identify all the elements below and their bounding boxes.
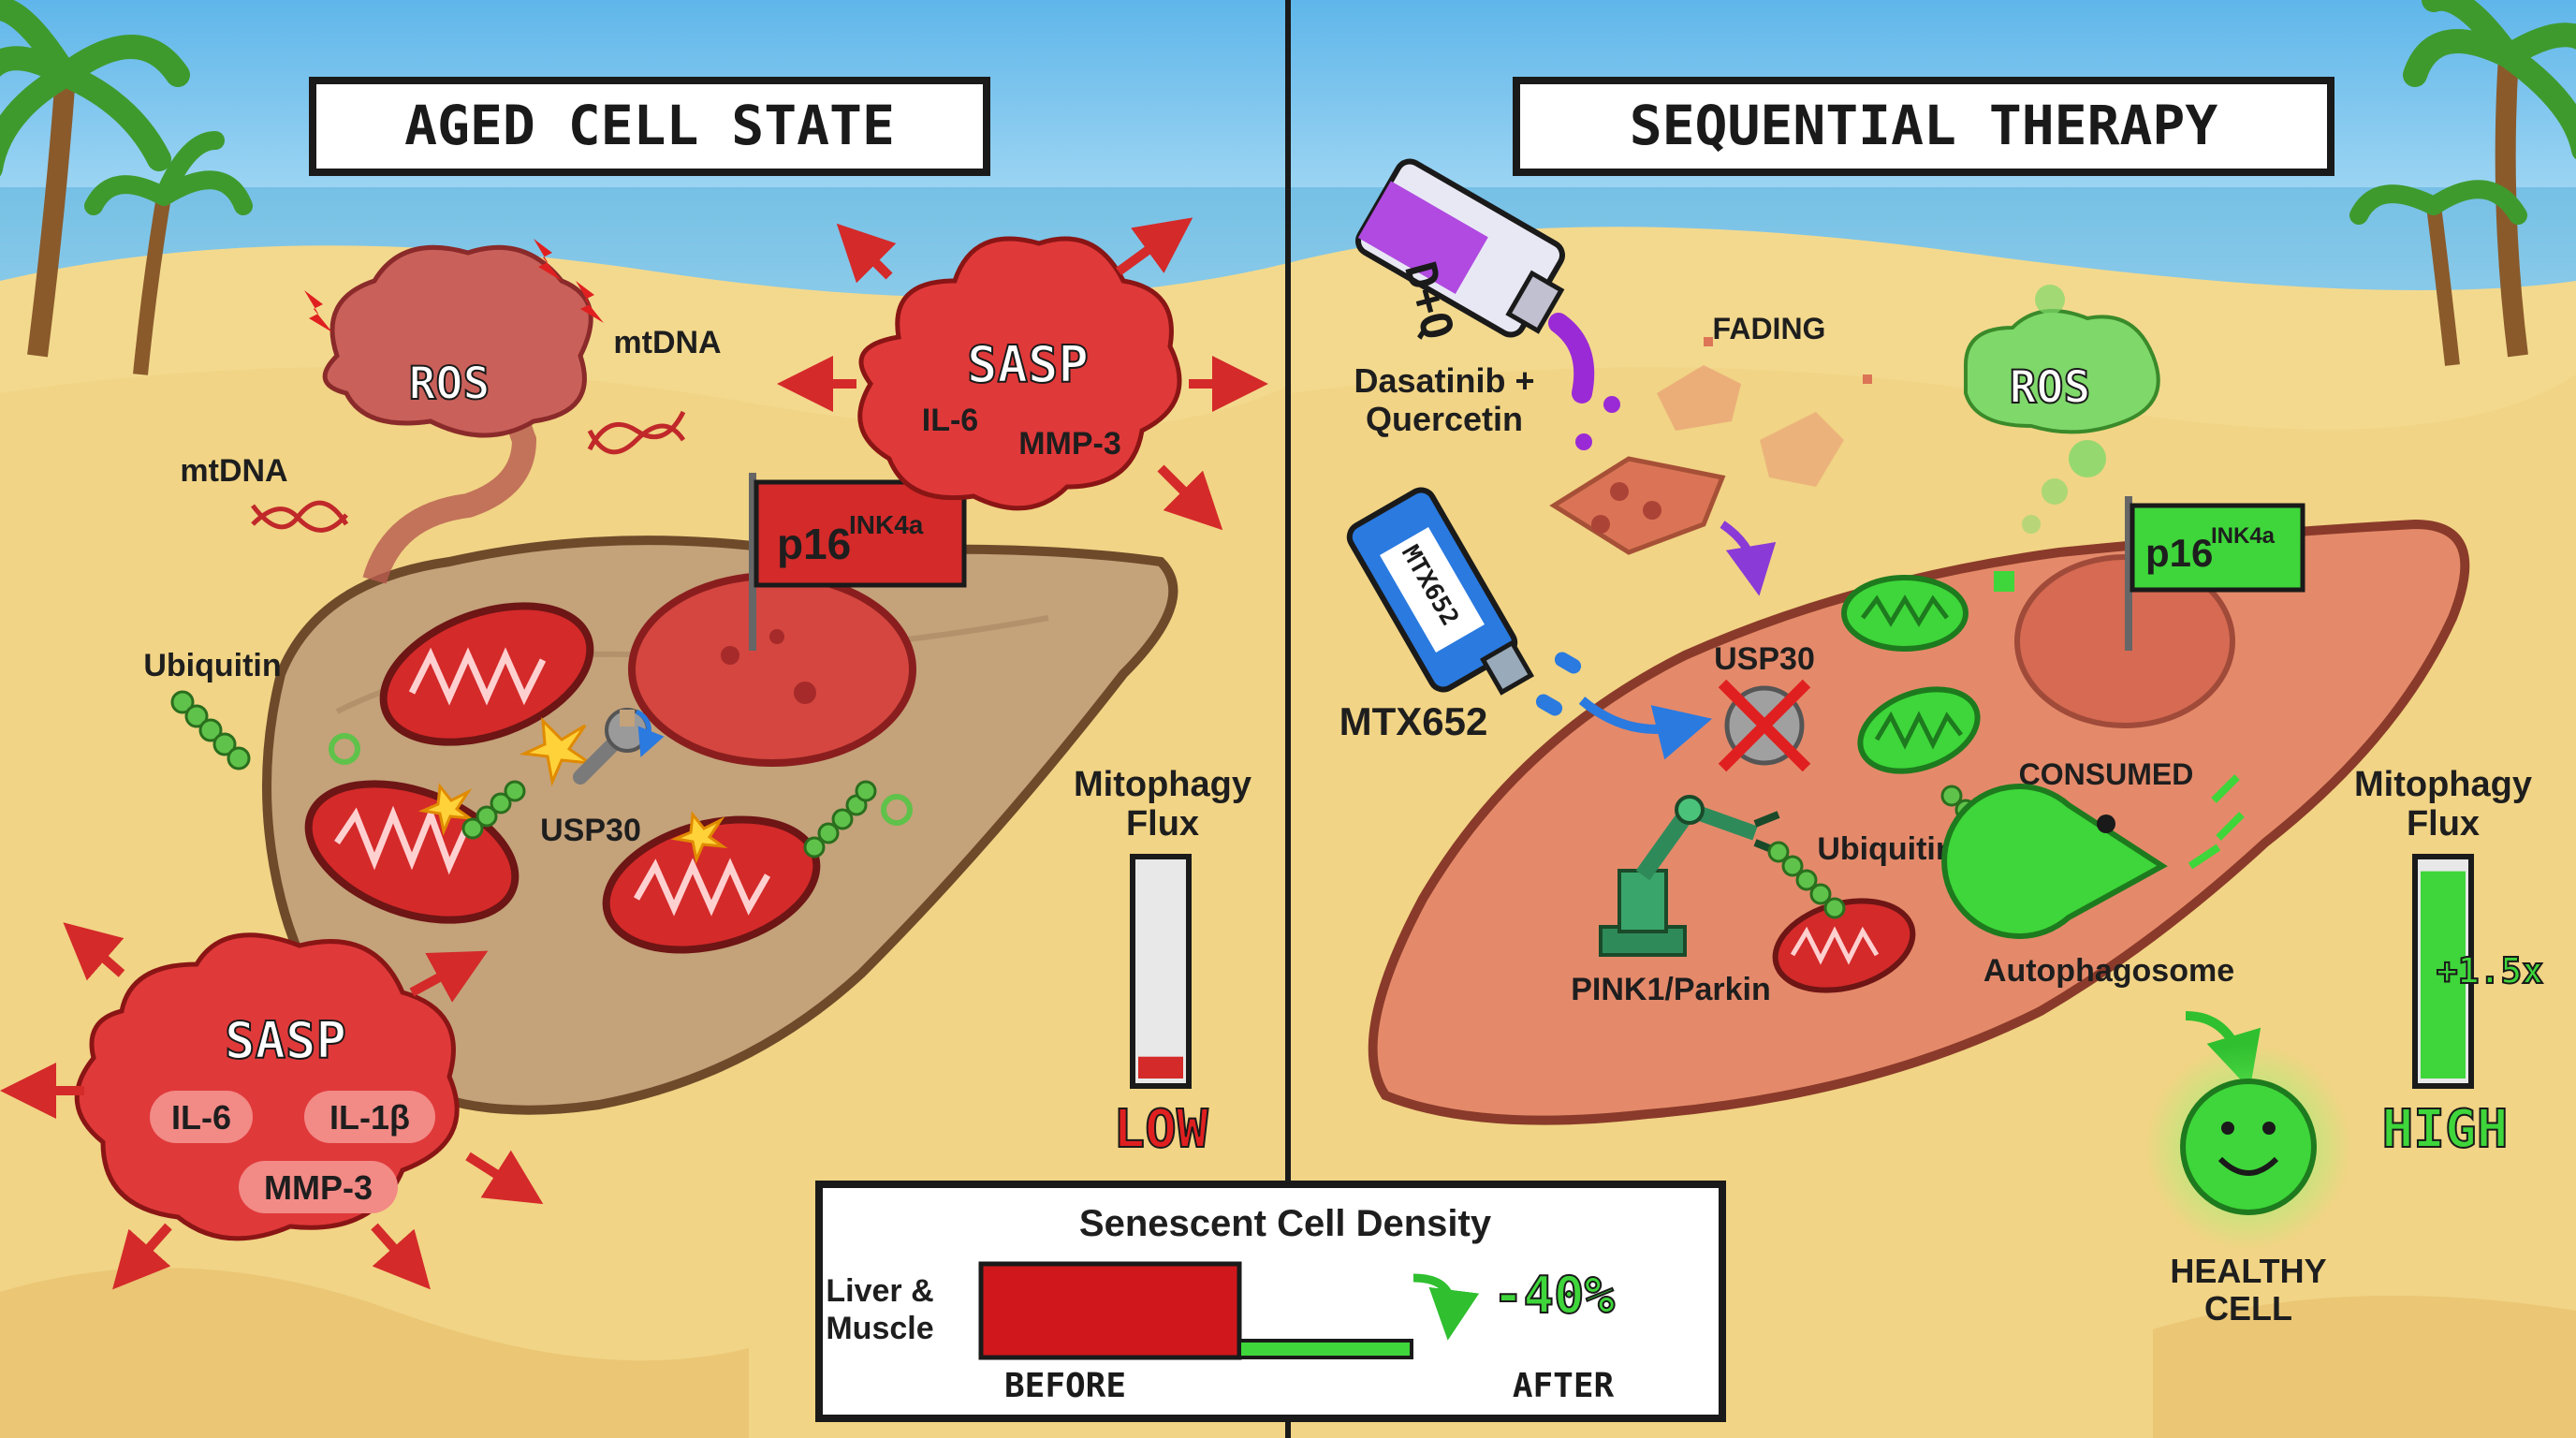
healthy-cell-smiley-icon bbox=[2180, 1078, 2317, 1215]
aged-nucleus bbox=[628, 572, 916, 767]
flux-label-healthy-line2: Flux bbox=[2407, 804, 2480, 844]
flux-label-aged-line2: Flux bbox=[1126, 804, 1199, 844]
palm-tree-right bbox=[2349, 0, 2576, 366]
sasp-bottom-il6: IL-6 bbox=[171, 1098, 231, 1137]
p16-superscript-aged: INK4a bbox=[849, 510, 924, 539]
flux-level-healthy: HIGH bbox=[2382, 1099, 2509, 1160]
left-panel-title: AGED CELL STATE bbox=[404, 94, 895, 157]
fading-senescent-cells bbox=[1549, 337, 1872, 555]
ros-cloud-aged: ROS bbox=[322, 244, 593, 584]
density-change-label: -40% bbox=[1493, 1266, 1616, 1325]
ubiquitin-label-aged: Ubiquitin bbox=[143, 648, 281, 683]
flux-gauge-aged bbox=[1130, 854, 1192, 1089]
sasp-top-arrows bbox=[777, 217, 1268, 531]
sasp-bottom-mmp3: MMP-3 bbox=[264, 1168, 373, 1207]
mtx-label: MTX652 bbox=[1339, 699, 1488, 743]
density-bar-after bbox=[1237, 1339, 1413, 1359]
mtdna-label-2: mtDNA bbox=[180, 453, 287, 489]
usp30-label-healthy: USP30 bbox=[1714, 641, 1815, 677]
healthy-cell-label-line1: HEALTHY bbox=[2170, 1252, 2326, 1290]
usp30-blocked-icon bbox=[1718, 679, 1811, 772]
flux-label-aged-line1: Mitophagy bbox=[1074, 765, 1251, 804]
fading-label: FADING bbox=[1713, 312, 1826, 345]
density-row-label-line2: Muscle bbox=[826, 1311, 933, 1346]
pink-parkin-label: PINK1/Parkin bbox=[1571, 972, 1771, 1007]
pink1-parkin-robot-icon bbox=[1599, 795, 1780, 957]
healthy-mitochondrion-2 bbox=[1857, 686, 1981, 774]
ubiquitin-chain-aged bbox=[170, 690, 877, 858]
wrench-icon bbox=[573, 708, 650, 785]
sasp-cloud-bottom: SASP IL-6 IL-1β MMP-3 bbox=[74, 932, 460, 1241]
density-title: Senescent Cell Density bbox=[1079, 1203, 1492, 1244]
density-bar-before bbox=[978, 1261, 1242, 1360]
dq-bottle-icon: D+Q bbox=[1355, 158, 1620, 450]
sasp-cloud-top: SASP IL-6 MMP-3 bbox=[857, 236, 1182, 511]
sasp-top-mmp3: MMP-3 bbox=[1018, 426, 1121, 462]
density-before-label: BEFORE bbox=[1004, 1367, 1126, 1405]
right-title-banner: SEQUENTIAL THERAPY bbox=[1513, 77, 2334, 176]
p16-label-aged: p16 bbox=[777, 520, 851, 568]
flux-change-label: +1.5x bbox=[2437, 950, 2543, 991]
density-row-label-line1: Liver & bbox=[826, 1273, 933, 1309]
p16-flag-healthy: p16 INK4a bbox=[2125, 496, 2305, 651]
mtdna-label-1: mtDNA bbox=[613, 325, 721, 360]
autophagosome-pacman-icon bbox=[1941, 784, 2168, 939]
flux-label-healthy-line1: Mitophagy bbox=[2354, 765, 2532, 804]
p16-label-healthy: p16 bbox=[2145, 531, 2213, 575]
healthy-cell-label-line2: CELL bbox=[2204, 1289, 2292, 1328]
consumed-label: CONSUMED bbox=[2019, 757, 2194, 791]
ros-label-healthy: ROS bbox=[2010, 361, 2091, 414]
dq-label-line2: Quercetin bbox=[1366, 400, 1523, 438]
autophagosome-label: Autophagosome bbox=[1983, 953, 2234, 989]
p16-superscript-healthy: INK4a bbox=[2211, 523, 2276, 549]
sasp-bottom-il1b: IL-1β bbox=[329, 1098, 410, 1137]
mtx652-bottle-icon: MTX652 bbox=[1346, 487, 1582, 716]
palm-tree-left bbox=[0, 0, 253, 375]
sasp-top-title: SASP bbox=[967, 335, 1089, 394]
flux-gauge-aged-fill bbox=[1138, 1056, 1183, 1078]
damaged-mitochondrion-1 bbox=[379, 602, 594, 746]
right-panel-title: SEQUENTIAL THERAPY bbox=[1630, 94, 2218, 157]
mtdna-helix-icon bbox=[251, 410, 686, 533]
left-title-banner: AGED CELL STATE bbox=[309, 77, 990, 176]
density-panel: Senescent Cell Density Liver & Muscle -4… bbox=[815, 1181, 1726, 1422]
sasp-bottom-title: SASP bbox=[225, 1011, 346, 1070]
lightning-icon bbox=[304, 239, 604, 332]
dq-label-line1: Dasatinib + bbox=[1354, 361, 1534, 400]
ros-cloud-healthy: ROS bbox=[1964, 285, 2160, 534]
p16-flag-aged: p16 INK4a bbox=[749, 473, 967, 651]
usp30-label-aged: USP30 bbox=[540, 813, 641, 848]
ros-label-aged: ROS bbox=[409, 358, 490, 410]
sasp-top-il6: IL-6 bbox=[922, 403, 978, 438]
flux-level-aged: LOW bbox=[1113, 1099, 1208, 1160]
sasp-bottom-arrows bbox=[0, 922, 544, 1290]
damage-spark-icon bbox=[417, 717, 728, 864]
flux-gauge-healthy-fill bbox=[2421, 871, 2466, 1078]
ubiquitin-label-healthy: Ubiquitin bbox=[1817, 831, 1954, 867]
healthy-mitochondrion-1 bbox=[1841, 575, 1969, 652]
density-after-label: AFTER bbox=[1513, 1367, 1615, 1405]
